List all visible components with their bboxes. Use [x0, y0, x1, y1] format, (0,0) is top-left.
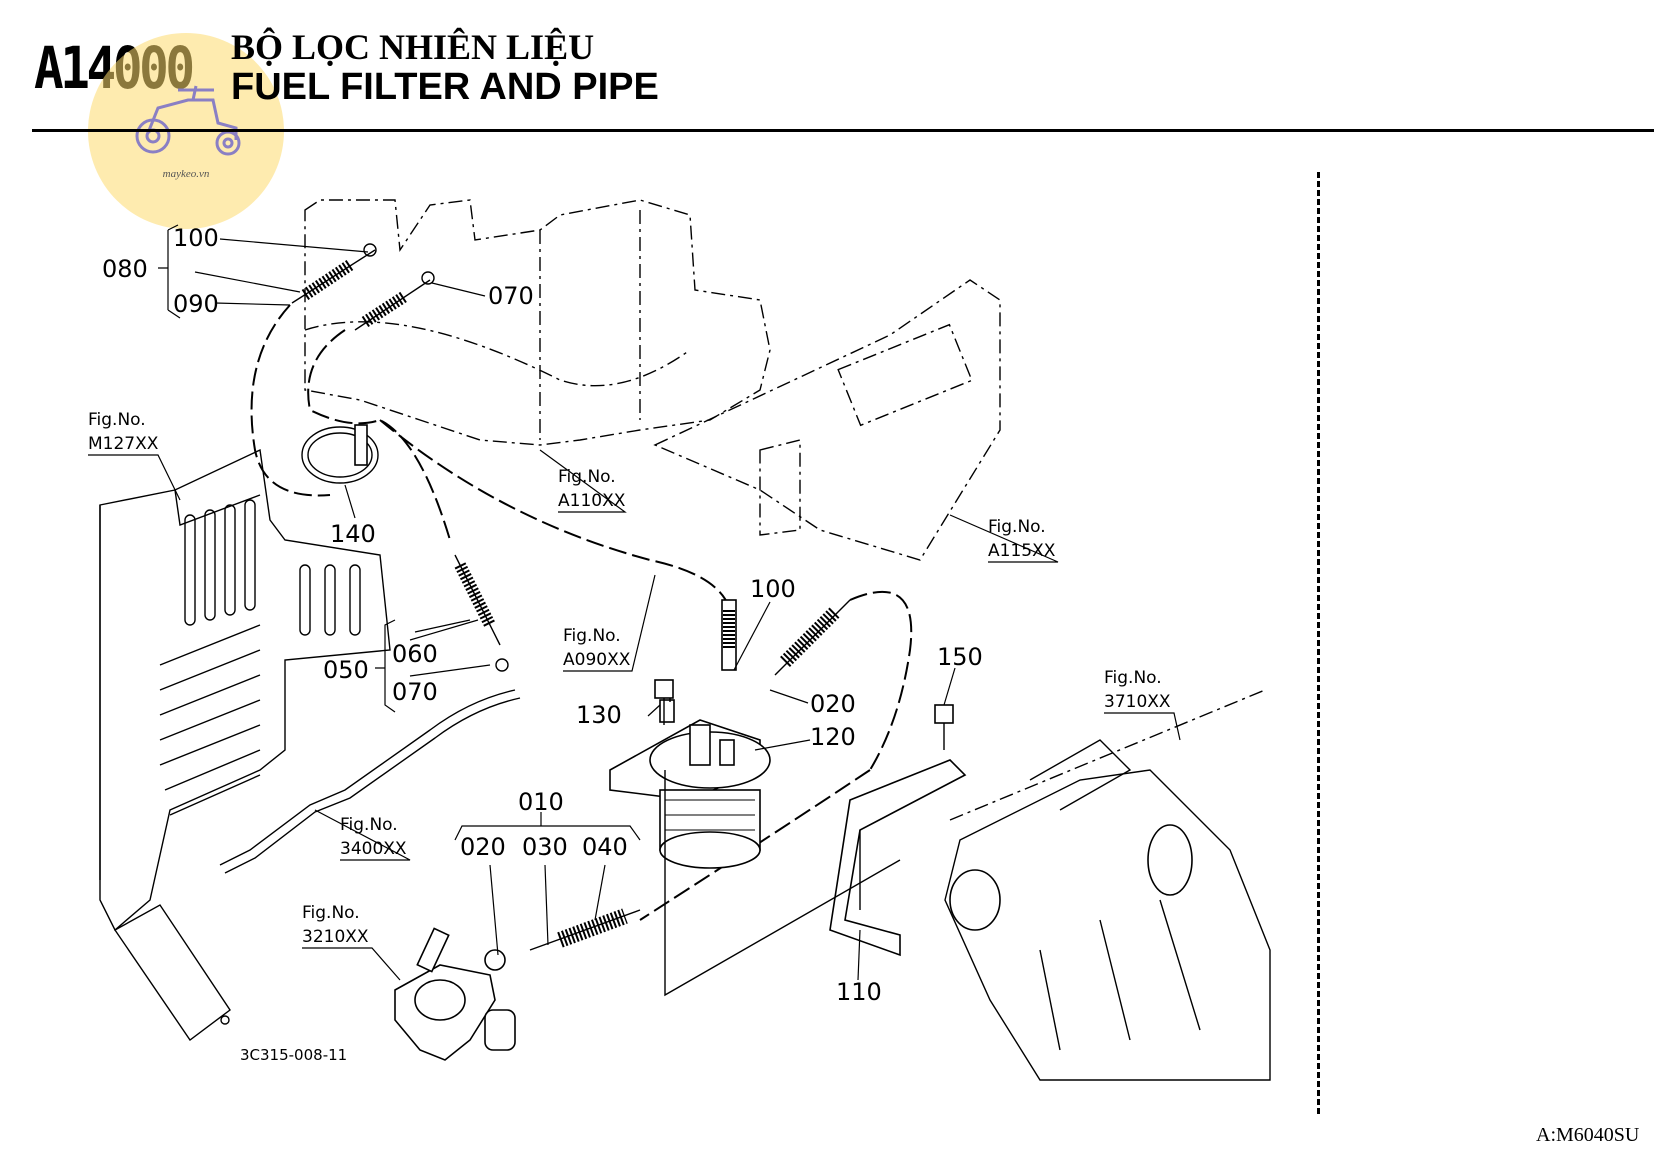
part-bolt-130: [654, 679, 674, 725]
figref-3710: 3710XX: [1104, 692, 1171, 712]
callout-020-right: 020: [810, 690, 856, 718]
callout-020-lower: 020: [460, 833, 506, 861]
fuel-tank-outline: [304, 199, 771, 446]
part-hose-060: [454, 554, 509, 672]
callout-040: 040: [582, 833, 628, 861]
figref-m127-label: Fig.No.: [88, 410, 146, 430]
callout-060: 060: [392, 640, 438, 668]
callout-110: 110: [836, 978, 882, 1006]
figref-3210: 3210XX: [302, 927, 369, 947]
part-hose-080: [291, 243, 435, 331]
frame-outline: [653, 279, 1001, 561]
injection-pump-3210: [394, 927, 516, 1061]
part-hose-010: [484, 908, 641, 971]
callout-140: 140: [330, 520, 376, 548]
tractor-icon: [135, 85, 241, 156]
callout-050: 050: [323, 656, 369, 684]
page-divider: [1317, 172, 1320, 1114]
pipe-3400: [219, 689, 521, 874]
figref-3400: 3400XX: [340, 839, 407, 859]
part-bracket-110: [664, 759, 967, 997]
callout-130: 130: [576, 701, 622, 729]
callout-090: 090: [173, 290, 219, 318]
figref-3210-label: Fig.No.: [302, 903, 360, 923]
part-bolt-150: [934, 704, 954, 750]
intake-manifold: [944, 689, 1271, 1081]
figref-a090-label: Fig.No.: [563, 626, 621, 646]
figref-3710-label: Fig.No.: [1104, 668, 1162, 688]
figref-m127: M127XX: [88, 434, 159, 454]
callout-010: 010: [518, 788, 564, 816]
figref-a110: A110XX: [558, 491, 626, 511]
figref-a115-label: Fig.No.: [988, 517, 1046, 537]
page-title-english: FUEL FILTER AND PIPE: [231, 66, 659, 108]
page-title-vietnamese: BỘ LỌC NHIÊN LIỆU: [231, 27, 595, 67]
callout-080: 080: [102, 255, 148, 283]
upper-fuel-hoses: [250, 304, 913, 921]
figref-a090: A090XX: [563, 650, 631, 670]
side-plate: [99, 448, 391, 1041]
footer-model-code: A:M6040SU: [1536, 1124, 1640, 1146]
figref-a110-label: Fig.No.: [558, 467, 616, 487]
callout-070-lower: 070: [392, 678, 438, 706]
callout-030: 030: [522, 833, 568, 861]
callout-100-upper: 100: [173, 224, 219, 252]
drawing-number: 3C315-008-11: [240, 1046, 347, 1064]
leader-lines: [88, 224, 1181, 981]
callout-070-upper: 070: [488, 282, 534, 310]
figref-a115: A115XX: [988, 541, 1056, 561]
part-hose-100: [721, 599, 851, 676]
figref-3400-label: Fig.No.: [340, 815, 398, 835]
part-fuel-filter-120: [609, 689, 771, 869]
callout-150: 150: [937, 643, 983, 671]
logo-text: maykeo.vn: [162, 168, 210, 180]
callout-100-right: 100: [750, 575, 796, 603]
header-rule: [32, 129, 1654, 132]
part-clamp-140: [301, 424, 379, 484]
callout-120: 120: [810, 723, 856, 751]
